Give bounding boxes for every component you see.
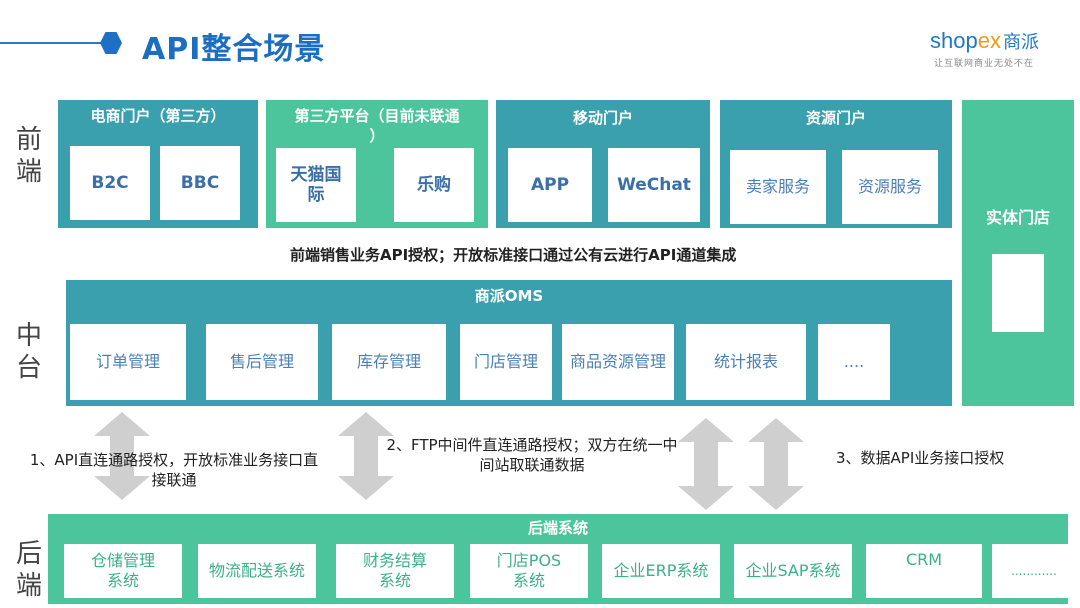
backend-item-logistics: 物流配送系统 [198, 544, 316, 598]
backend-item-sap: 企业SAP系统 [734, 544, 852, 598]
resource-service-box: 资源服务 [842, 150, 938, 224]
logo-cn: 商派 [1002, 32, 1039, 53]
third-party-title: 第三方平台（目前未联通 [294, 107, 460, 125]
store-icon-box [992, 254, 1044, 332]
double-arrow-2 [338, 412, 394, 500]
backend-item-more: ............ [992, 544, 1076, 598]
logo-prefix: shop [930, 28, 978, 53]
oms-item-report: 统计报表 [686, 324, 806, 400]
oms-item-store: 门店管理 [460, 324, 552, 400]
backend-item-pos: 门店POS系统 [470, 544, 588, 598]
oms-item-order: 订单管理 [70, 324, 186, 400]
resource-portal-title: 资源门户 [805, 109, 866, 127]
note-api-direct: 1、API直连通路授权，开放标准业务接口直接联通 [29, 451, 319, 489]
backend-title: 后端系统 [527, 519, 588, 537]
side-label-front: 前端 [15, 125, 42, 187]
oms-title: 商派OMS [474, 287, 544, 305]
bbc-box: BBC [160, 146, 240, 220]
oms-item-more: .... [818, 324, 890, 400]
side-label-back: 后端 [15, 539, 42, 601]
b2c-box: B2C [70, 146, 150, 220]
note-ftp: 2、FTP中间件直连通路授权；双方在统一中间站取联通数据 [386, 436, 678, 474]
ecommerce-portal-title: 电商门户（第三方） [90, 107, 226, 125]
front-caption: 前端销售业务API授权；开放标准接口通过公有云进行API通道集成 [290, 246, 737, 264]
page-title: API整合场景 [142, 32, 326, 67]
backend-item-erp: 企业ERP系统 [602, 544, 720, 598]
oms-item-inventory: 库存管理 [332, 324, 446, 400]
title-decor-line [0, 42, 104, 44]
physical-store-panel: 实体门店 [962, 100, 1074, 406]
side-label-middle: 中台 [15, 321, 42, 383]
logo-slogan: 让互联网商业无处不在 [934, 59, 1035, 69]
double-arrow-4 [748, 418, 804, 510]
backend-item-crm: CRM [866, 544, 982, 598]
oms-item-aftersale: 售后管理 [206, 324, 318, 400]
seller-service-box: 卖家服务 [730, 150, 826, 224]
double-arrow-1 [94, 412, 150, 500]
app-box: APP [508, 148, 592, 222]
mobile-portal-title: 移动门户 [572, 109, 633, 127]
logo-ex: ex [977, 28, 1001, 53]
note-data-api: 3、数据API业务接口授权 [836, 449, 1005, 467]
backend-item-warehouse: 仓储管理系统 [64, 544, 182, 598]
third-party-title-cont: ） [369, 127, 385, 145]
wechat-box: WeChat [608, 148, 700, 222]
legou-box: 乐购 [394, 148, 474, 222]
hexagon-icon [100, 32, 122, 54]
oms-item-product: 商品资源管理 [562, 324, 674, 400]
tmall-box: 天猫国际 [276, 148, 356, 222]
physical-store-title: 实体门店 [985, 208, 1050, 227]
double-arrow-3 [678, 418, 734, 510]
backend-item-finance: 财务结算系统 [336, 544, 454, 598]
